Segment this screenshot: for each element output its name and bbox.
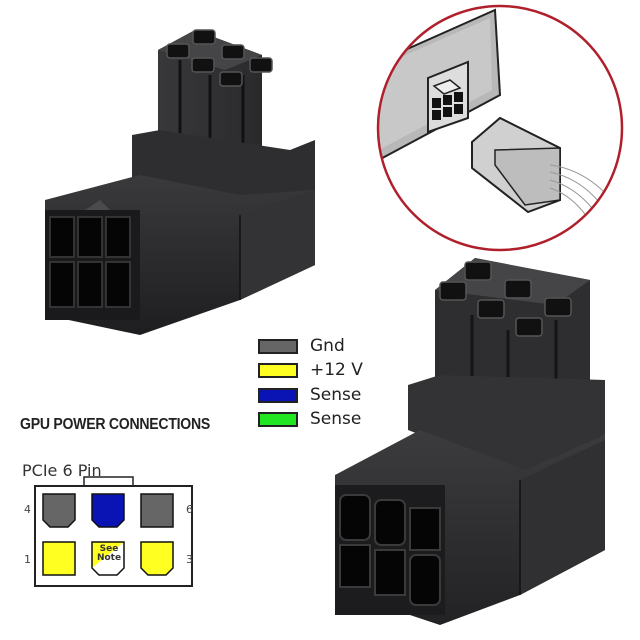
see-note-label: See Note bbox=[96, 544, 122, 563]
legend-label: Sense bbox=[310, 385, 362, 405]
legend-item-12v: +12 V bbox=[258, 360, 363, 380]
pin-1-12v bbox=[42, 541, 76, 576]
connector-type-label: PCIe 6 Pin bbox=[22, 461, 102, 480]
connector-photo-right bbox=[335, 258, 605, 625]
swatch-gnd bbox=[258, 338, 298, 354]
pin-6-gnd bbox=[140, 493, 174, 528]
connector-photo-left bbox=[45, 29, 315, 335]
pin-number-6: 6 bbox=[186, 503, 193, 516]
legend-label: Gnd bbox=[310, 336, 345, 356]
swatch-sense-blue bbox=[258, 387, 298, 403]
pinout-diagram bbox=[34, 476, 193, 587]
legend-label: +12 V bbox=[310, 360, 363, 380]
legend-item-sense-green: Sense bbox=[258, 409, 361, 429]
legend-item-gnd: Gnd bbox=[258, 336, 345, 356]
installation-inset bbox=[376, 4, 624, 252]
pin-number-4: 4 bbox=[24, 503, 31, 516]
diagram-title: GPU POWER CONNECTIONS bbox=[20, 416, 211, 433]
pin-5-sense bbox=[91, 493, 125, 528]
pin-number-3: 3 bbox=[186, 553, 193, 566]
pin-4-gnd bbox=[42, 493, 76, 528]
legend-item-sense-blue: Sense bbox=[258, 385, 361, 405]
pin-3-12v bbox=[140, 541, 174, 576]
pin-number-1: 1 bbox=[24, 553, 31, 566]
swatch-sense-green bbox=[258, 411, 298, 427]
pin-2-note bbox=[91, 541, 125, 576]
legend-label: Sense bbox=[310, 409, 362, 429]
swatch-12v bbox=[258, 362, 298, 378]
